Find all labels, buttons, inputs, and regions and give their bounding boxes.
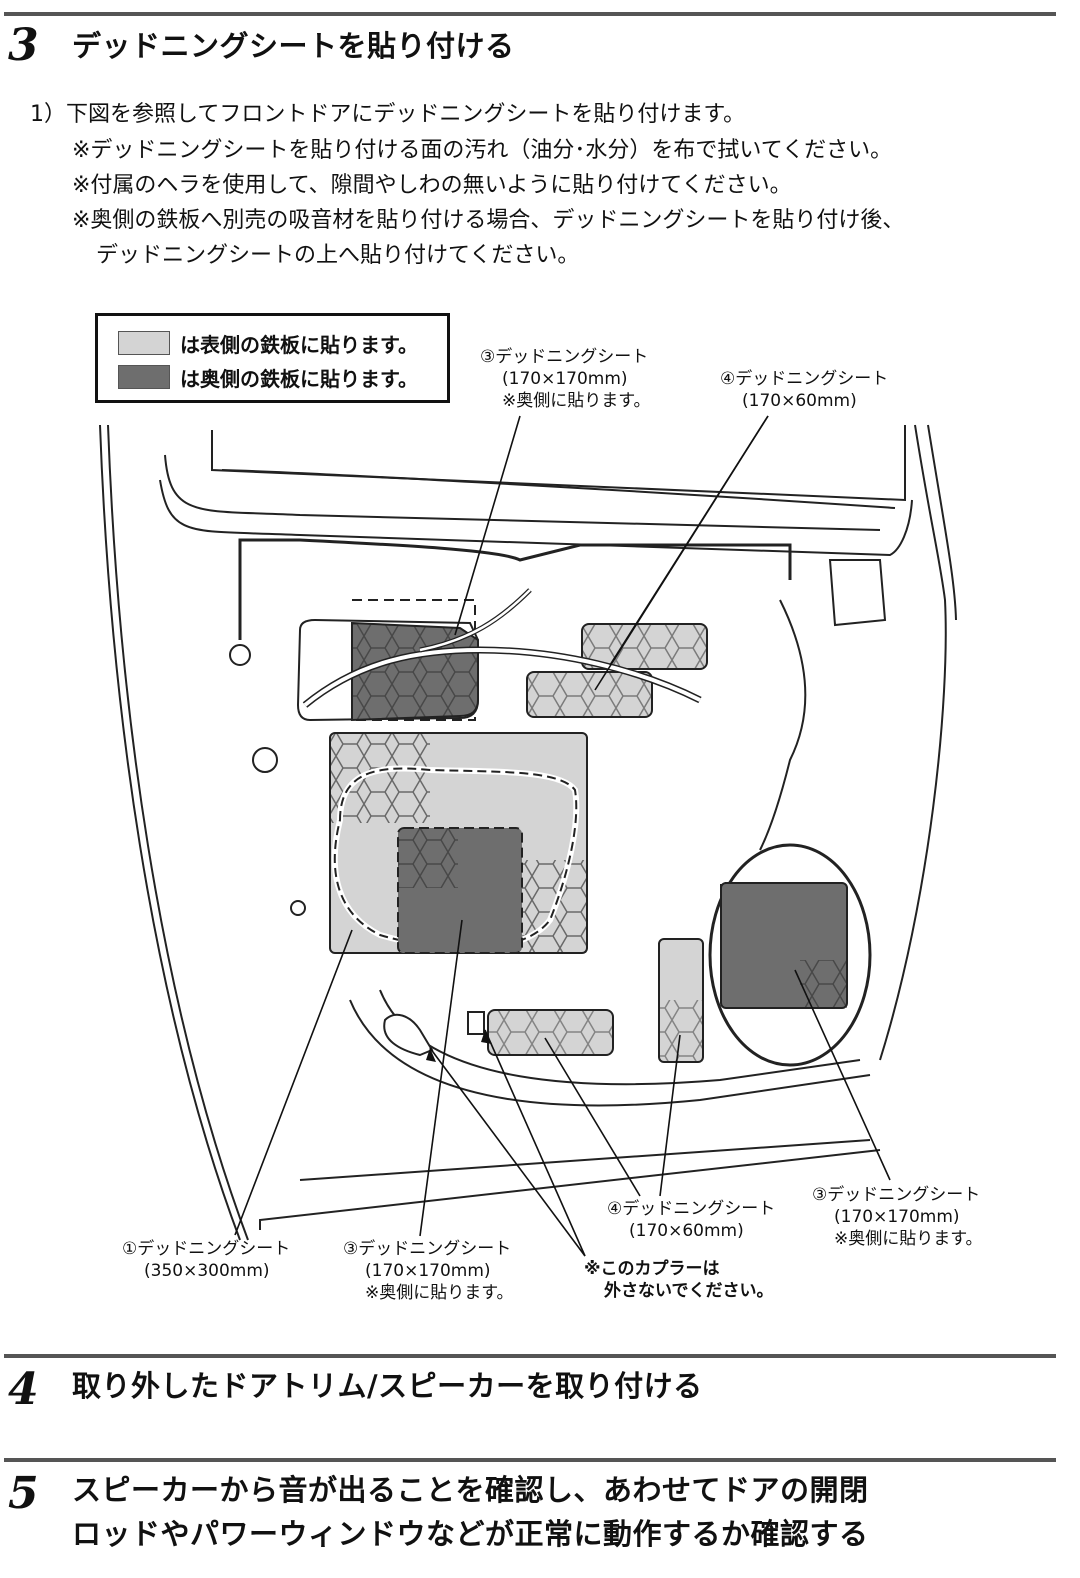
callout-bottom-1-name: ①デッドニングシート bbox=[122, 1239, 291, 1259]
coupler-warning: ※このカプラーは外さないでください。 bbox=[584, 1258, 774, 1302]
callout-top-3: ③デッドニングシート(170×170mm)※奥側に貼ります。 bbox=[480, 346, 651, 412]
step-number-3: 3 bbox=[8, 20, 39, 71]
instruction-note-2: ※付属のヘラを使用して、隙間やしわの無いように貼り付けてください。 bbox=[72, 173, 792, 198]
callout-top-4: ④デッドニングシート(170×60mm) bbox=[720, 368, 888, 412]
step-title-3: デッドニングシートを貼り付ける bbox=[72, 29, 515, 63]
door-outline bbox=[99, 424, 957, 1241]
callout-bottom-1: ①デッドニングシート(350×300mm) bbox=[122, 1238, 290, 1282]
callout-bottom-3a-size: (170×170mm) bbox=[365, 1261, 491, 1281]
legend-front-label: は表側の鉄板に貼ります。 bbox=[180, 332, 418, 357]
callout-top-4-size: (170×60mm) bbox=[742, 391, 857, 411]
step-title-5-line1: スピーカーから音が出ることを確認し、あわせてドアの開閉 bbox=[72, 1473, 869, 1507]
step-title-5-line2: ロッドやパワーウィンドウなどが正常に動作するか確認する bbox=[72, 1517, 869, 1551]
callout-bottom-4-size: (170×60mm) bbox=[629, 1221, 744, 1241]
callout-top-4-name: ④デッドニングシート bbox=[720, 369, 889, 389]
callout-top-3-note: ※奥側に貼ります。 bbox=[502, 391, 651, 411]
section-divider-5 bbox=[4, 1458, 1056, 1462]
instruction-note-3: ※奥側の鉄板へ別売の吸音材を貼り付ける場合、デッドニングシートを貼り付け後、 bbox=[72, 208, 905, 233]
legend-back-label: は奥側の鉄板に貼ります。 bbox=[180, 366, 418, 391]
callout-top-3-name: ③デッドニングシート bbox=[480, 347, 649, 367]
legend-swatch-back bbox=[118, 365, 170, 389]
sheet-3-speaker bbox=[720, 882, 848, 1009]
sheet-3-center bbox=[397, 827, 523, 954]
coupler-warning-line1: ※このカプラーは bbox=[584, 1259, 720, 1279]
callout-bottom-3a-name: ③デッドニングシート bbox=[343, 1239, 512, 1259]
instruction-note-1: ※デッドニングシートを貼り付ける面の汚れ（油分･水分）を布で拭いてください。 bbox=[72, 138, 893, 163]
callout-bottom-3b-name: ③デッドニングシート bbox=[812, 1185, 981, 1205]
callout-bottom-3b-size: (170×170mm) bbox=[834, 1207, 960, 1227]
callout-bottom-4-name: ④デッドニングシート bbox=[607, 1199, 776, 1219]
legend-front: は表側の鉄板に貼ります。 bbox=[118, 330, 418, 357]
coupler bbox=[467, 1011, 485, 1035]
instruction-note-3-cont: デッドニングシートの上へ貼り付けてください。 bbox=[96, 243, 580, 268]
callout-bottom-1-size: (350×300mm) bbox=[144, 1261, 270, 1281]
section-divider-4 bbox=[4, 1354, 1056, 1358]
callout-top-3-size: (170×170mm) bbox=[502, 369, 628, 389]
section-divider-3 bbox=[4, 12, 1056, 16]
callout-bottom-3b-note: ※奥側に貼ります。 bbox=[834, 1229, 983, 1249]
callout-bottom-4: ④デッドニングシート(170×60mm) bbox=[607, 1198, 775, 1242]
instruction-main: 1）下図を参照してフロントドアにデッドニングシートを貼り付けます。 bbox=[30, 102, 746, 127]
callout-bottom-3a: ③デッドニングシート(170×170mm)※奥側に貼ります。 bbox=[343, 1238, 514, 1304]
legend-swatch-front bbox=[118, 331, 170, 355]
sheet-3-top-left bbox=[351, 621, 479, 722]
callout-bottom-3b: ③デッドニングシート(170×170mm)※奥側に貼ります。 bbox=[812, 1184, 983, 1250]
coupler-warning-line2: 外さないでください。 bbox=[604, 1281, 774, 1301]
legend-box: は表側の鉄板に貼ります。 は奥側の鉄板に貼ります。 bbox=[95, 313, 450, 403]
step-number-5: 5 bbox=[8, 1468, 39, 1519]
step-number-4: 4 bbox=[8, 1364, 39, 1415]
step-title-4: 取り外したドアトリム/スピーカーを取り付ける bbox=[72, 1369, 703, 1403]
callout-bottom-3a-note: ※奥側に貼ります。 bbox=[365, 1283, 514, 1303]
leader-lines bbox=[234, 415, 891, 1257]
legend-back: は奥側の鉄板に貼ります。 bbox=[118, 364, 418, 391]
